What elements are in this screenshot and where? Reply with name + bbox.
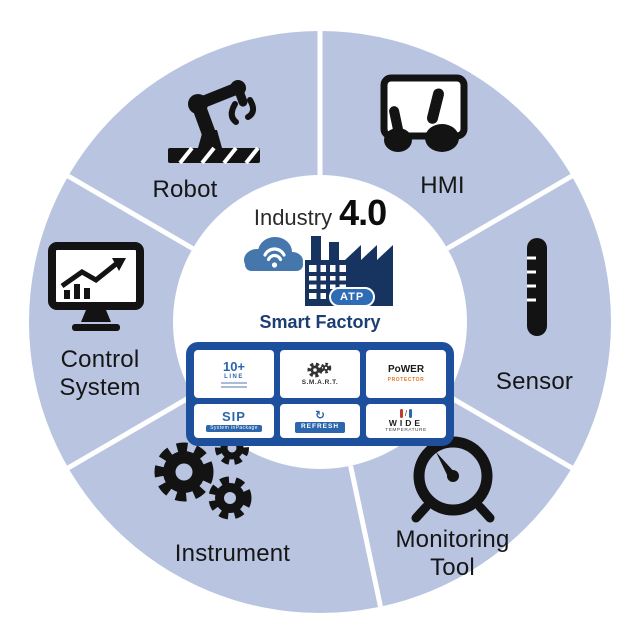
lineup-value: 10+ — [222, 359, 246, 375]
power-line2: PROTECTOR — [387, 376, 425, 383]
thermometer-separator: / — [404, 408, 408, 418]
title-version: 4.0 — [339, 192, 387, 233]
sip-title: SIP — [222, 409, 246, 425]
control-label-line1: Control — [60, 346, 140, 373]
badge-wide-temperature: / WIDE TEMPERATURE — [366, 404, 446, 438]
refresh-label: REFRESH — [294, 422, 346, 433]
smart-label: S.M.A.R.T. — [301, 378, 339, 386]
badge-smart: S.M.A.R.T. — [280, 350, 360, 398]
lineup-decorative-lines — [221, 381, 247, 388]
thermometer-hot-icon — [399, 409, 403, 419]
power-line1: PoWER — [387, 364, 425, 376]
center-title: Industry 4.0 — [200, 192, 440, 234]
monitoring-label-line2: Tool — [430, 554, 475, 581]
segment-label-sensor: Sensor — [495, 368, 574, 395]
badge-power-protector: PoWER PROTECTOR — [366, 350, 446, 398]
thermometer-cold-icon — [409, 409, 413, 419]
badge-sip: SIP System inPackage — [194, 404, 274, 438]
segment-divider-lines — [66, 31, 574, 608]
wide-line2: TEMPERATURE — [385, 427, 427, 433]
lineup-label: LINE — [224, 373, 244, 380]
title-industry: Industry — [253, 205, 333, 230]
cloud-wifi-icon — [244, 237, 303, 271]
gears-icon — [154, 431, 252, 520]
gauge-icon — [411, 436, 495, 523]
mini-gears-icon — [307, 362, 332, 378]
monitor-chart-icon — [48, 242, 144, 331]
product-panel: 10+ LINE S.M.A.R.T. PoWER PROTECTOR SIP … — [186, 342, 454, 446]
badge-line-up: 10+ LINE — [194, 350, 274, 398]
smart-factory-label: Smart Factory — [259, 312, 381, 332]
thermometer-icons: / — [399, 408, 413, 419]
segment-label-monitoring-tool: Monitoring Tool — [380, 526, 525, 582]
hmi-tablet-hands-icon — [380, 74, 468, 152]
refresh-arrow-icon: ↻ — [314, 408, 326, 423]
segment-label-hmi: HMI — [420, 172, 465, 199]
monitoring-label-line1: Monitoring — [395, 526, 510, 553]
control-label-line2: System — [59, 374, 141, 401]
wide-line1: WIDE — [388, 418, 424, 429]
atp-badge: ATP — [329, 287, 376, 307]
segment-label-instrument: Instrument — [174, 540, 291, 567]
sensor-icon — [527, 238, 547, 336]
badge-refresh: ↻ REFRESH — [280, 404, 360, 438]
segment-label-robot: Robot — [152, 176, 218, 203]
segment-label-control-system: Control System — [35, 346, 165, 402]
sip-subtitle: System inPackage — [206, 424, 262, 432]
robot-arm-icon — [168, 80, 260, 164]
